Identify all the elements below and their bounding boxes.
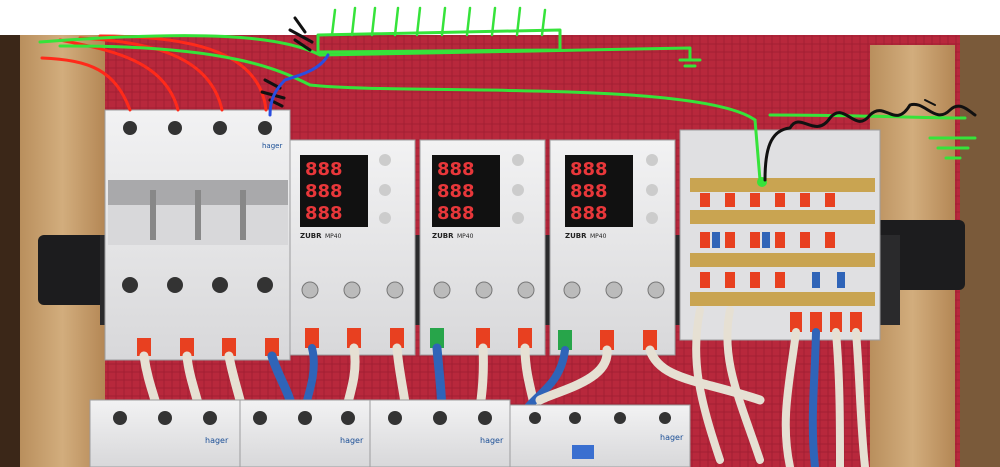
relay-display-row-1: 888 <box>305 159 343 180</box>
svg-text:888: 888 <box>570 203 608 224</box>
voltage-relay-1: 888 888 888 ZUBR MP40 <box>289 139 416 356</box>
green-earth-lines <box>38 28 977 182</box>
svg-text:hager: hager <box>340 436 364 445</box>
rcd-brand: hager <box>205 436 229 445</box>
svg-text:hager: hager <box>660 433 684 442</box>
svg-text:888: 888 <box>437 181 475 202</box>
svg-text:888: 888 <box>437 203 475 224</box>
voltage-relay-3: 888 888 888 ZUBR MP40 <box>549 139 676 356</box>
svg-text:hager: hager <box>480 436 504 445</box>
relay-display-row-2: 888 <box>305 181 343 202</box>
bottom-rcd-row: hager hager hager hager <box>89 399 691 467</box>
breaker-brand: hager <box>262 142 282 150</box>
ferrules <box>137 328 657 356</box>
green-hatch-marks <box>330 6 547 37</box>
blue-annotation-wire <box>268 53 330 117</box>
voltage-relay-2: 888 888 888 ZUBR MP40 <box>419 139 546 356</box>
svg-text:MP40: MP40 <box>590 233 607 240</box>
svg-text:888: 888 <box>570 159 608 180</box>
svg-text:MP40: MP40 <box>457 233 474 240</box>
relay-display-row-3: 888 <box>305 203 343 224</box>
dark-bracket-left <box>38 235 118 305</box>
relay-brand: ZUBR <box>300 232 322 240</box>
main-breaker-4-pole: hager <box>104 109 291 361</box>
black-coil-line <box>763 102 977 182</box>
terminal-block-bus <box>679 129 881 341</box>
svg-text:ZUBR: ZUBR <box>432 232 454 240</box>
svg-text:888: 888 <box>437 159 475 180</box>
svg-text:ZUBR: ZUBR <box>565 232 587 240</box>
svg-text:888: 888 <box>570 181 608 202</box>
annotation-overlay <box>38 6 977 187</box>
relay-model: MP40 <box>325 233 342 240</box>
